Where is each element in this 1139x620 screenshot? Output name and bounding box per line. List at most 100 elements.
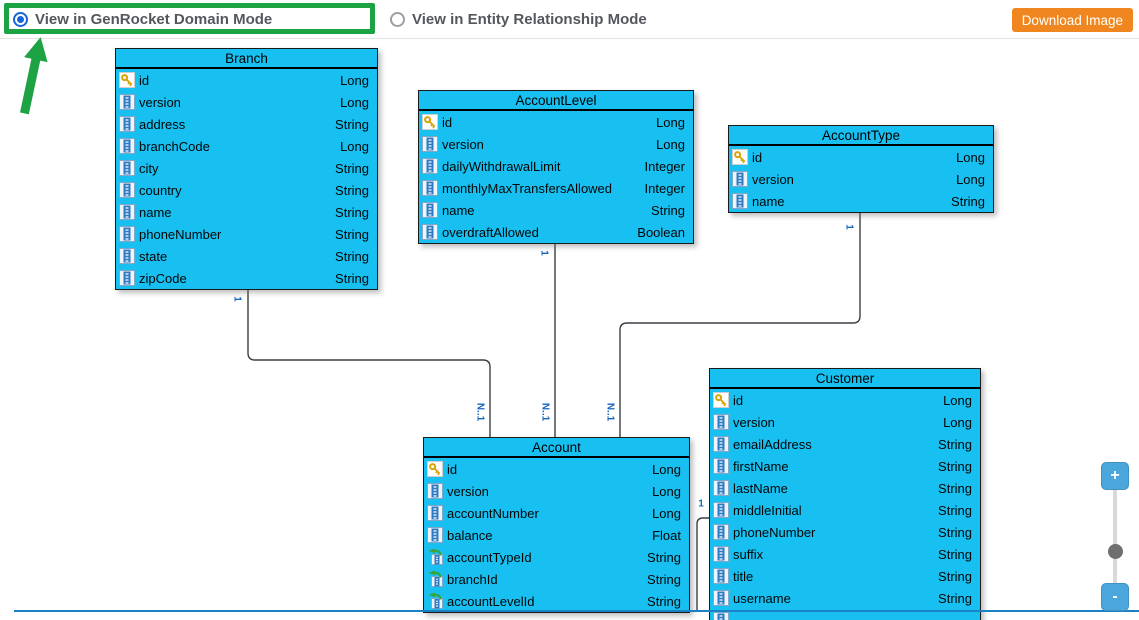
field-name: id xyxy=(733,392,744,408)
attribute-icon xyxy=(427,527,443,543)
attribute-icon xyxy=(119,160,135,176)
attribute-icon xyxy=(427,505,443,521)
field-name: zipCode xyxy=(139,270,187,286)
entity-title[interactable]: Account xyxy=(424,438,689,458)
attribute-icon xyxy=(713,568,729,584)
attribute-icon xyxy=(422,158,438,174)
zoom-in-button[interactable]: + xyxy=(1101,462,1129,490)
field-name: title xyxy=(733,568,754,584)
field-type: String xyxy=(651,202,685,218)
field-type: String xyxy=(647,571,681,587)
zoom-out-button[interactable]: - xyxy=(1101,583,1129,611)
field-name: version xyxy=(733,414,775,430)
field-type: Long xyxy=(340,94,369,110)
field-name: middleInitial xyxy=(733,502,802,518)
field-type: String xyxy=(335,160,369,176)
field-name: phoneNumber xyxy=(139,226,222,242)
primary-key-icon xyxy=(732,149,748,165)
field-name: id xyxy=(752,149,763,165)
field-name: city xyxy=(139,160,159,176)
attribute-icon xyxy=(713,502,729,518)
field-name: version xyxy=(442,136,484,152)
attribute-icon xyxy=(119,116,135,132)
field-name: id xyxy=(139,72,150,88)
field-type: String xyxy=(938,458,972,474)
radio-unselected-icon[interactable] xyxy=(390,12,405,27)
field-type: String xyxy=(335,182,369,198)
field-name: overdraftAllowed xyxy=(442,224,539,240)
field-row: id Long xyxy=(424,458,689,480)
field-type: Long xyxy=(340,72,369,88)
relationship-multiplicity-label: N..1 xyxy=(604,402,616,422)
field-row: version Long xyxy=(729,168,993,190)
relationship-multiplicity-label: N..1 xyxy=(474,402,486,422)
field-row: lastName String xyxy=(710,477,980,499)
field-type: String xyxy=(951,193,985,209)
field-type: Long xyxy=(956,149,985,165)
field-name: suffix xyxy=(733,546,764,562)
field-row: id Long xyxy=(729,146,993,168)
attribute-icon xyxy=(119,138,135,154)
field-row: suffix String xyxy=(710,543,980,565)
field-type: String xyxy=(938,480,972,496)
field-name: lastName xyxy=(733,480,788,496)
field-type: String xyxy=(335,204,369,220)
field-type: String xyxy=(938,590,972,606)
attribute-icon xyxy=(422,180,438,196)
attribute-icon xyxy=(427,483,443,499)
field-row: phoneNumber String xyxy=(116,223,377,245)
field-name: id xyxy=(442,114,453,130)
field-name: version xyxy=(752,171,794,187)
field-type: String xyxy=(335,226,369,242)
radio-entity-relationship-mode[interactable]: View in Entity Relationship Mode xyxy=(390,0,647,39)
field-type: Long xyxy=(956,171,985,187)
field-type: String xyxy=(938,546,972,562)
field-type: Long xyxy=(652,461,681,477)
radio-selected-icon[interactable] xyxy=(13,12,28,27)
field-type: Long xyxy=(943,392,972,408)
attribute-icon xyxy=(713,458,729,474)
attribute-icon xyxy=(119,270,135,286)
entity-title[interactable]: Customer xyxy=(710,369,980,389)
connector-customer xyxy=(696,517,710,611)
field-name: country xyxy=(139,182,182,198)
field-name: emailAddress xyxy=(733,436,812,452)
field-name: username xyxy=(733,590,791,606)
attribute-icon xyxy=(713,480,729,496)
field-name: firstName xyxy=(733,458,789,474)
field-type: String xyxy=(938,524,972,540)
entity-title[interactable]: Branch xyxy=(116,49,377,69)
field-name: version xyxy=(447,483,489,499)
zoom-slider-handle[interactable] xyxy=(1108,544,1123,559)
field-row: country String xyxy=(116,179,377,201)
foreign-key-icon xyxy=(427,571,443,587)
field-type: String xyxy=(647,593,681,609)
connector-branch-account xyxy=(247,288,491,438)
field-name: id xyxy=(447,461,458,477)
field-name: state xyxy=(139,248,168,264)
entity-title[interactable]: AccountType xyxy=(729,126,993,146)
download-image-button[interactable]: Download Image xyxy=(1011,8,1133,32)
radio-genrocket-domain-mode[interactable]: View in GenRocket Domain Mode xyxy=(13,0,272,39)
attribute-icon xyxy=(119,204,135,220)
field-type: String xyxy=(335,248,369,264)
entity-title[interactable]: AccountLevel xyxy=(419,91,693,111)
